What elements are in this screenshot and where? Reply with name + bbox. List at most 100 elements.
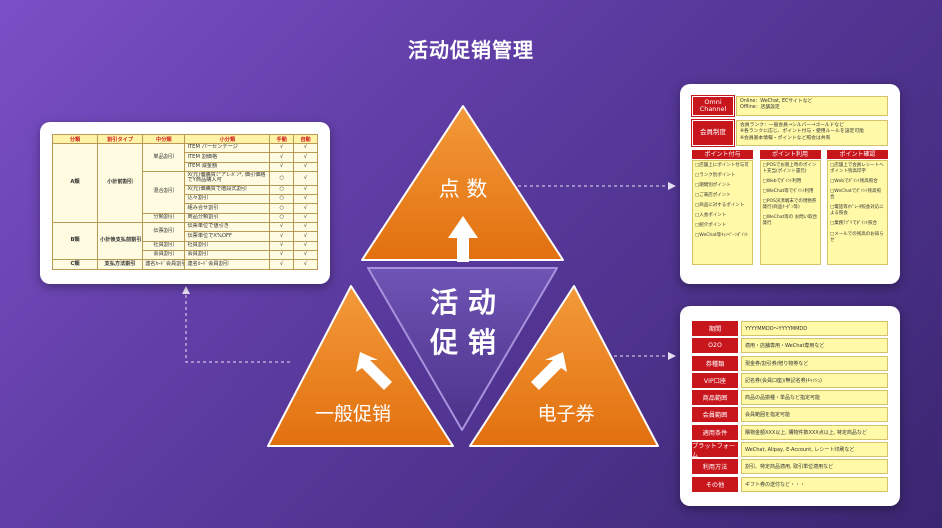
- sub-cell: ITEM 減金額: [184, 161, 271, 172]
- sub-cell: 込々割引: [184, 194, 271, 205]
- omni-online: Online：WeChat, ECサイトなど: [740, 99, 813, 104]
- manual-cell: ○: [269, 212, 295, 224]
- ecoupon-card: 期間 YYYYMMDD～YYYYMMDD O2O 適用・店舗専用・WeChat専…: [680, 306, 900, 506]
- coupon-label: 商品範囲: [692, 390, 738, 406]
- list-item: □入会ポイント: [695, 213, 727, 219]
- type-cell: 小計前割引: [97, 142, 144, 224]
- sub-cell: X(元)価購買ﾐ"アレｶﾞﾝ*, 価引価格でY商品購入可: [184, 170, 271, 186]
- point-grant-column: ポイント付与 □店舗上にポイント付与可 □ランク別ポイント □期間別ポイント □…: [692, 150, 753, 265]
- col-header: 中分類: [142, 134, 186, 144]
- coupon-label: 適用条件: [692, 424, 738, 440]
- center-triangle: [367, 267, 558, 431]
- sub-cell: 連名ｶｰﾄﾞ会員割引: [184, 259, 271, 270]
- list-item: □店舗上にポイント付与可: [695, 163, 749, 168]
- list-item: □電話等ｵﾍﾟﾚｰﾀ照会対応による照会: [830, 205, 884, 217]
- page-title: 活动促销管理: [408, 38, 534, 62]
- omni-channel-row: Omni Channel Online：WeChat, ECサイトなど Offl…: [691, 95, 888, 117]
- coupon-row: プラットフォーム WeChat, Alipay, E-Account, レシート…: [692, 442, 888, 459]
- member-system-label: 会員制度: [691, 119, 735, 147]
- manual-cell: √: [269, 142, 295, 154]
- coupon-value: 割引、特定商品適用, 取引単位適用など: [741, 459, 888, 475]
- manual-cell: √: [269, 222, 295, 233]
- omni-offline: Offline：店舗設定: [740, 105, 780, 111]
- coupon-value: ギフト券の送付など・・・: [741, 476, 888, 492]
- member-system-row: 会員制度 会員ランク：一般会員→シルバー→ゴールドなど ※各ランクに応じ、ポイン…: [691, 119, 888, 147]
- auto-cell: √: [293, 203, 318, 214]
- center-label-line2: 促 销: [429, 326, 496, 359]
- sub-cell: 会員割引: [184, 249, 271, 261]
- coupon-value: 会員範囲を指定可能: [741, 407, 888, 423]
- list-item: □POSでお買上時のポイント充当(ポイント還元): [762, 163, 817, 175]
- auto-cell: √: [293, 231, 318, 242]
- triangle-top-label: 点 数: [439, 177, 488, 201]
- coupon-row: 商品範囲 商品の品揃種・単品など指定可能: [692, 390, 888, 406]
- sub-cell: ITEM 割価格: [184, 152, 271, 163]
- list-item: □ご来店ポイント: [695, 193, 731, 199]
- auto-cell: √: [293, 170, 318, 186]
- mid-cell: 伝票割引: [142, 222, 186, 242]
- coupon-row: 券種類 現金券/割引券/贈り物券など: [692, 355, 888, 371]
- table-row: B類 小計後支払前割引 伝票割引 伝票単位で値引き √ √: [51, 222, 318, 261]
- manual-cell: ○: [269, 194, 295, 205]
- list-item: □WeChatでﾎﾟｲﾝﾄ残高照合: [830, 189, 881, 201]
- coupon-row: O2O 適用・店舗専用・WeChat専用など: [692, 338, 888, 354]
- type-cell: 支払方法割引: [97, 259, 144, 270]
- column-title: ポイント利用: [759, 150, 821, 159]
- mid-cell: 会員割引: [142, 249, 186, 261]
- sub-cell: 商品分類割引: [184, 212, 271, 224]
- manual-cell: ○: [269, 184, 295, 196]
- cycle-arrows: [356, 216, 567, 390]
- table-row: ITEM 減金額 √ √: [53, 161, 318, 172]
- sub-cell: X(元)価購買で階段式割引: [184, 184, 271, 196]
- sub-cell: ITEM パーセンテージ: [184, 142, 271, 154]
- member-rule: ※各ランクに応じ、ポイント付与・使用ルールを設定可能: [740, 129, 864, 135]
- auto-cell: √: [293, 194, 318, 205]
- sub-cell: 伝票単位で値引き: [184, 222, 271, 233]
- list-item: □Webでﾎﾟｲﾝﾄ残高照合: [830, 179, 878, 185]
- table-row: 混合割引 X(元)価購買ﾐ"アレｶﾞﾝ*, 価引価格でY商品購入可 ○ √: [53, 170, 318, 214]
- manual-cell: √: [269, 161, 295, 172]
- auto-cell: √: [293, 240, 318, 251]
- table-row: 会員割引 会員割引 √ √: [53, 249, 318, 261]
- manual-cell: ○: [269, 170, 295, 186]
- col-header: 手動: [269, 134, 295, 144]
- member-rank: 会員ランク：一般会員→シルバー→ゴールドなど: [740, 123, 844, 128]
- coupon-row: 期間 YYYYMMDD～YYYYMMDD: [692, 321, 888, 336]
- col-header: 小分類: [184, 134, 271, 144]
- auto-cell: √: [293, 161, 318, 172]
- sub-cell: 伝票単位でX%OFF: [184, 231, 271, 242]
- column-title: ポイント確認: [827, 150, 888, 159]
- list-item: □ランク別ポイント: [695, 173, 736, 179]
- coupon-label: 利用方法: [692, 459, 738, 475]
- column-body: □POSでお買上時のポイント充当(ポイント還元) □Webでﾎﾟｲﾝﾄ利用 □W…: [759, 160, 821, 265]
- omni-channel-label: Omni Channel: [691, 95, 735, 117]
- coupon-value: 適用・店舗専用・WeChat専用など: [741, 338, 888, 354]
- manual-cell: √: [269, 231, 295, 242]
- member-system-value: 会員ランク：一般会員→シルバー→ゴールドなど ※各ランクに応じ、ポイント付与・使…: [736, 120, 888, 146]
- list-item: □WeChat等ｷｬﾝﾍﾟｰﾝﾎﾟｲﾝﾄ: [695, 233, 749, 239]
- auto-cell: √: [293, 222, 318, 233]
- list-item: □業務ｱﾌﾟﾘでﾎﾟｲﾝﾄ照合: [830, 221, 878, 227]
- triangle-left-label: 一般促销: [315, 403, 391, 425]
- auto-cell: √: [293, 212, 318, 224]
- class-cell: B類: [51, 222, 99, 261]
- point-use-column: ポイント利用 □POSでお買上時のポイント充当(ポイント還元) □Webでﾎﾟｲ…: [759, 150, 821, 265]
- coupon-value: YYYYMMDD～YYYYMMDD: [741, 321, 888, 336]
- coupon-row: 適用条件 購物金額XXX以上, 購物件数XXX点以上, 特定商品など: [692, 424, 888, 440]
- list-item: □商品に対するポイント: [695, 203, 745, 209]
- coupon-value: 現金券/割引券/贈り物券など: [741, 355, 888, 371]
- class-cell: A類: [51, 142, 99, 224]
- manual-cell: √: [269, 152, 295, 163]
- auto-cell: √: [293, 152, 318, 163]
- sub-cell: 社員割引: [184, 240, 271, 251]
- member-share: ※会員基本情報・ポイントなど照会は共有: [740, 135, 831, 141]
- list-item: □メールでの残高のお知らせ: [830, 231, 884, 243]
- mid-cell: 単品割引: [142, 143, 186, 172]
- class-cell: C類: [51, 259, 99, 270]
- manual-cell: √: [269, 249, 295, 261]
- omni-channel-value: Online：WeChat, ECサイトなど Offline：店舗設定: [736, 96, 888, 116]
- coupon-label: 券種類: [692, 355, 738, 371]
- list-item: □Webでﾎﾟｲﾝﾄ利用: [762, 179, 802, 185]
- coupon-label: その他: [692, 476, 738, 492]
